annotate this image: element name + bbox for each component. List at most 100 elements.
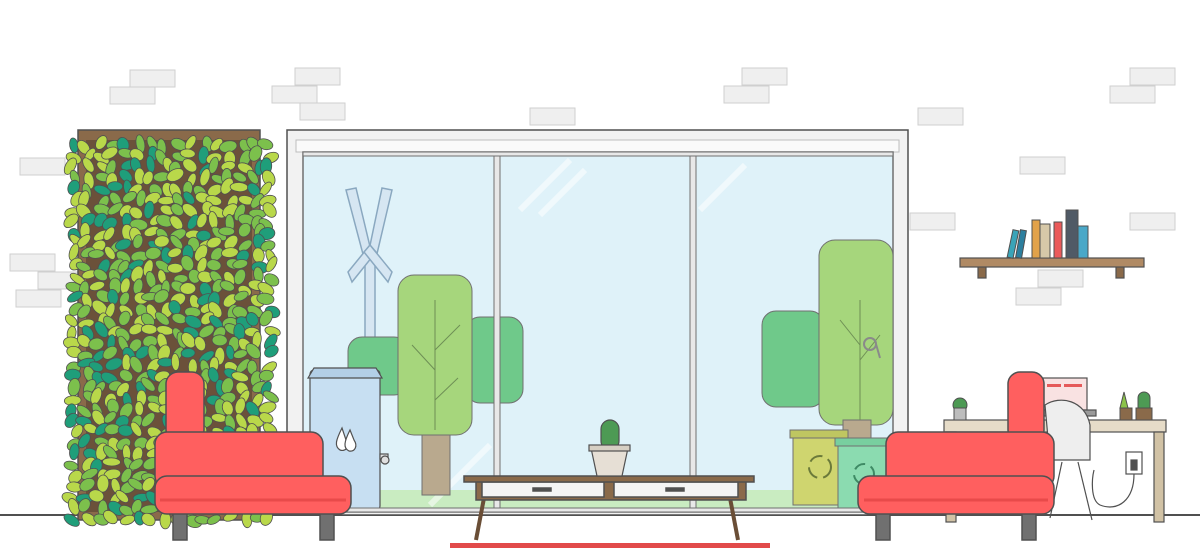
garden-leaf [81,467,99,481]
garden-leaf [118,169,133,183]
garden-leaf [67,179,80,196]
garden-leaf [103,411,117,424]
garden-leaf [93,268,108,282]
garden-leaf [94,422,109,436]
coffee-table [463,475,755,541]
garden-leaf [78,498,91,513]
garden-leaf [82,157,95,173]
garden-leaf [194,336,207,352]
garden-leaf [153,289,170,304]
garden-leaf [96,474,110,493]
cactus-pot [588,419,631,477]
garden-leaf [233,268,247,286]
garden-leaf [103,226,116,241]
garden-leaf [206,236,222,249]
garden-leaf [75,261,91,272]
wind-turbine [345,187,393,376]
garden-leaf [262,390,279,403]
garden-leaf [79,477,96,492]
garden-leaf [119,369,134,382]
garden-leaf [166,168,185,182]
garden-leaf [130,421,143,437]
rug [450,543,770,548]
garden-leaf [144,246,162,260]
tree-right [761,239,894,443]
garden-leaf [93,184,111,196]
garden-leaf [67,290,84,303]
garden-leaf [182,191,196,205]
garden-leaf [208,156,219,174]
garden-leaf [196,212,208,229]
garden-leaf [206,259,222,271]
garden-leaf [102,345,118,360]
garden-leaf [140,377,156,392]
garden-leaf [129,355,143,374]
garden-leaf [142,170,154,186]
garden-leaf [235,413,248,430]
garden-leaf [179,282,197,295]
garden-leaf [232,171,247,183]
brick-wall [9,67,1176,308]
garden-leaf [264,344,279,358]
garden-leaf [63,513,80,527]
water-tank [306,367,390,511]
garden-leaf [81,512,97,527]
garden-leaf [238,222,252,238]
armchair-left [154,371,352,541]
garden-leaf [207,367,220,383]
garden-leaf [258,401,277,414]
garden-leaf [115,489,129,504]
garden-leaf [102,457,121,467]
garden-leaf [114,238,132,251]
garden-leaf [179,148,196,159]
garden-leaf [154,311,170,326]
garden-leaf [129,206,143,220]
garden-leaf [199,168,211,187]
garden-leaf [77,433,91,449]
garden-leaf [225,344,235,361]
garden-leaf [211,334,228,347]
window-handle [863,337,881,359]
garden-leaf [232,259,249,270]
garden-leaf [107,181,124,192]
garden-leaf [259,412,274,424]
garden-leaf [182,158,198,173]
garden-leaf [104,245,116,260]
garden-leaf [77,304,91,319]
garden-leaf [132,234,144,249]
garden-leaf [107,202,124,216]
garden-leaf [170,353,180,371]
garden-leaf [76,404,92,419]
garden-leaf [119,504,134,517]
garden-leaf [256,292,275,305]
bookshelf [959,257,1145,279]
garden-leaf [95,135,108,150]
window-mullions [302,151,894,513]
garden-leaf [122,191,137,203]
garden-leaf [231,371,249,383]
tap-icon [379,453,390,465]
garden-leaf [63,213,79,229]
garden-leaf [69,443,80,461]
garden-leaf [245,343,262,360]
garden-leaf [170,203,184,217]
garden-leaf [222,203,239,218]
garden-leaf [238,239,253,252]
power-socket-icon [1091,451,1143,508]
garden-leaf [130,265,144,283]
garden-leaf [259,309,273,327]
garden-leaf [118,310,131,326]
garden-leaf [262,202,277,218]
garden-leaf [248,145,263,162]
garden-leaf [221,247,239,258]
desk-chair [1044,399,1093,521]
garden-leaf [121,353,132,372]
garden-leaf [141,477,156,492]
garden-leaf [169,234,184,250]
plant-pots [952,391,1153,421]
garden-leaf [218,226,235,237]
garden-leaf [89,280,106,292]
books [1006,209,1089,259]
